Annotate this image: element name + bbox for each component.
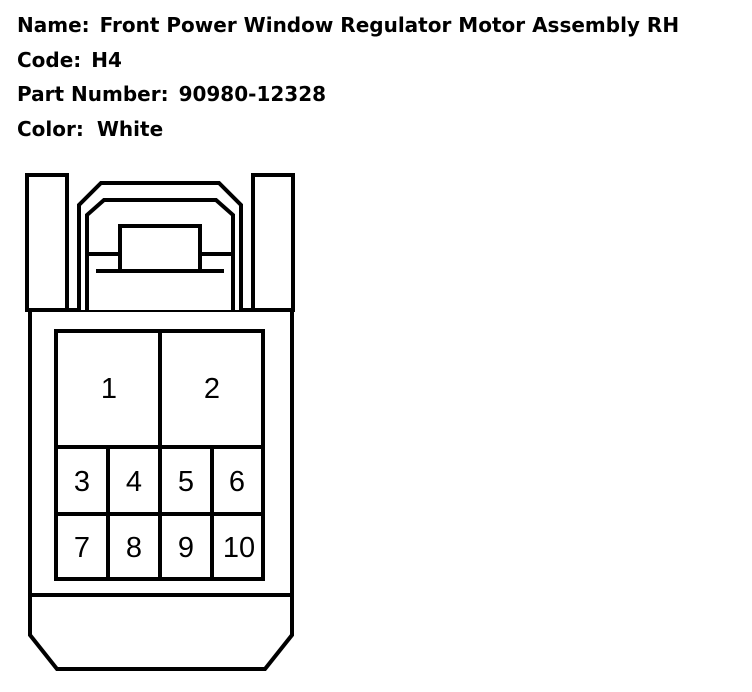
- code-label: Code:: [17, 47, 82, 72]
- color-label: Color:: [17, 116, 84, 141]
- latch-base: [96, 254, 224, 273]
- pin-3-label: 3: [74, 466, 90, 498]
- left-post: [25, 173, 69, 312]
- pin-10-label: 10: [223, 532, 255, 564]
- pin-2-label: 2: [204, 373, 220, 405]
- part-number-value: 90980-12328: [178, 82, 327, 106]
- color-value: White: [96, 116, 164, 141]
- right-post: [251, 173, 295, 312]
- pin-9-label: 9: [178, 532, 194, 564]
- pin-8-label: 8: [126, 532, 142, 564]
- name-value: Front Power Window Regulator Motor Assem…: [99, 13, 680, 37]
- name-label: Name:: [17, 13, 90, 37]
- pin-6-label: 6: [229, 466, 245, 498]
- locking-latch: [77, 181, 243, 310]
- pin-5-label: 5: [178, 466, 194, 498]
- name-row: Name: Front Power Window Regulator Motor …: [17, 8, 679, 43]
- pin-4-label: 4: [126, 466, 142, 498]
- connector-info: Name: Front Power Window Regulator Motor …: [17, 8, 679, 146]
- pin-7-label: 7: [74, 532, 90, 564]
- latch-inner: [85, 198, 235, 310]
- code-row: Code: H4: [17, 43, 679, 78]
- part-number-label: Part Number:: [17, 82, 169, 106]
- color-row: Color: White: [17, 112, 679, 147]
- code-value: H4: [91, 47, 122, 72]
- latch-step: [87, 224, 233, 256]
- part-number-row: Part Number: 90980-12328: [17, 77, 679, 112]
- pin-1-label: 1: [101, 373, 117, 405]
